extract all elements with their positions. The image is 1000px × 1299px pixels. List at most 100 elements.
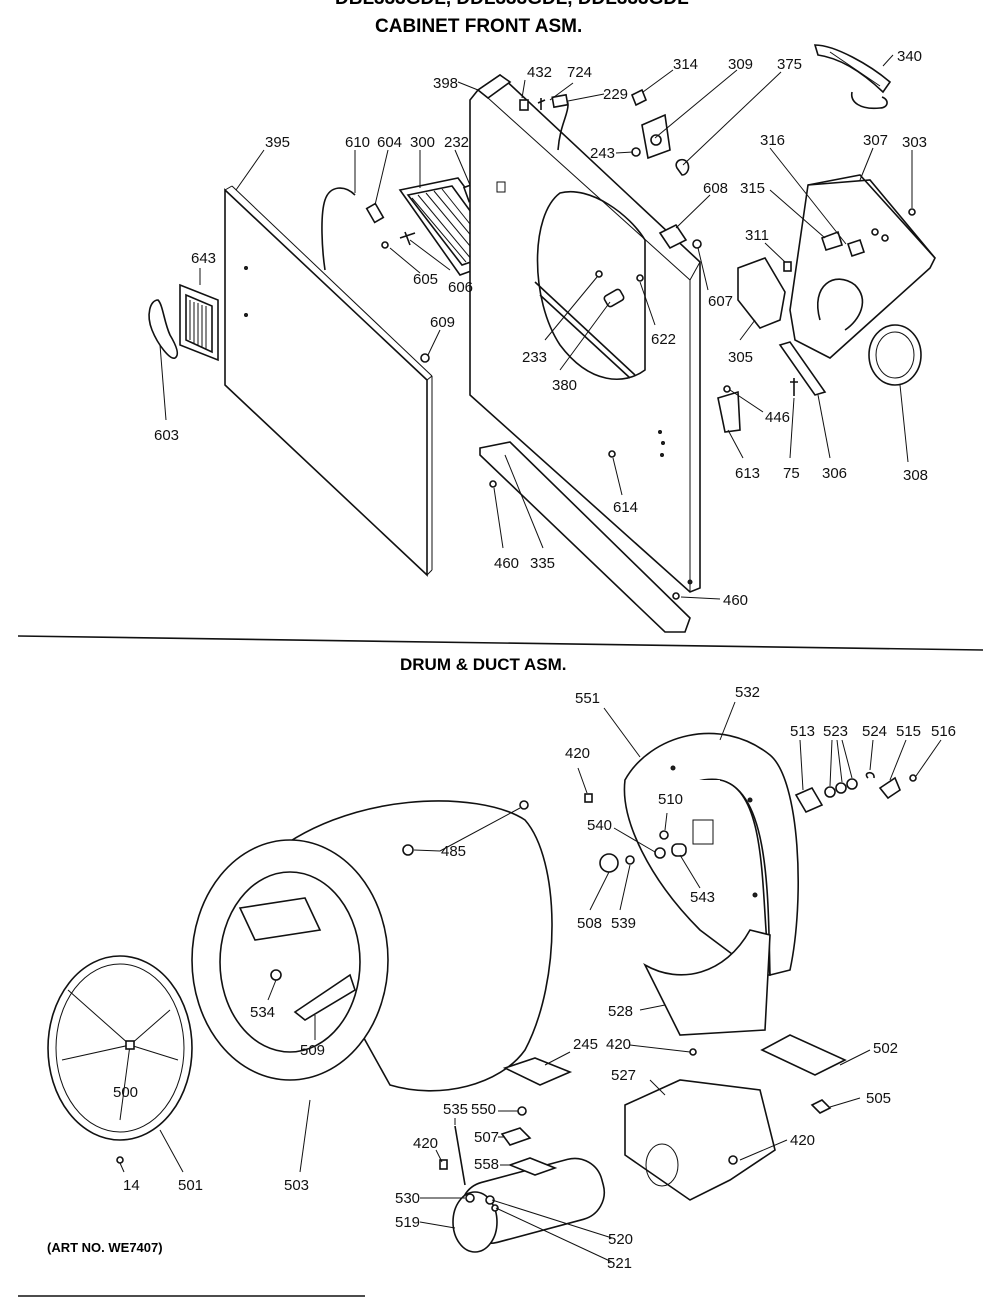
callout-75: 75 [783,465,800,482]
callout-607: 607 [708,293,733,310]
callout-308: 308 [903,467,928,484]
part-606-clip [399,231,416,246]
part-608-switch [658,223,688,250]
callout-446: 446 [765,409,790,426]
callout-613: 613 [735,465,760,482]
callout-528: 528 [608,1003,633,1020]
callout-300: 300 [410,134,435,151]
callout-558: 558 [474,1156,499,1173]
part-380-bearing [603,288,625,308]
callout-516: 516 [931,723,956,740]
part-503-drum [191,800,553,1092]
part-516-screw [909,774,917,782]
callout-314: 314 [673,56,698,73]
callout-608: 608 [703,180,728,197]
part-460-screw-a [489,480,497,488]
part-523-washer-a [824,786,836,798]
part-14-screw [116,1156,124,1164]
part-610-wire [321,187,356,271]
callout-521: 521 [607,1255,632,1272]
drum-duct-title: DRUM & DUCT ASM. [400,655,567,674]
callout-398: 398 [433,75,458,92]
model-title-cut: DBL333GDL, DDL333GDL, DDL333GDL [335,0,689,9]
part-519-heater [452,1157,606,1253]
callout-229: 229 [603,86,628,103]
callout-233: 233 [522,349,547,366]
callout-500: 500 [113,1084,138,1101]
part-375-lamp [675,158,690,176]
part-309-switch-hole [650,134,662,146]
callout-508: 508 [577,915,602,932]
part-539-washer [625,855,635,865]
part-520-terminal [485,1195,495,1205]
callout-540: 540 [587,817,612,834]
callout-306: 306 [822,465,847,482]
part-643-grille [179,283,219,362]
part-551-rear-bulkhead [623,732,799,977]
callout-420-a: 420 [565,745,590,762]
art-number: (ART NO. WE7407) [47,1240,163,1255]
part-420-screw-d [439,1159,448,1170]
part-543-bearing [671,843,687,857]
part-724-screw [537,98,546,110]
callout-311: 311 [745,227,769,244]
part-446-screw [723,385,731,393]
part-307-rear-duct [789,174,936,359]
callout-303: 303 [902,134,927,151]
part-420-screw-a [584,793,593,803]
part-460-screw-b [672,592,680,600]
part-510-screw [659,830,669,840]
callout-232: 232 [444,134,469,151]
part-335-toe-panel [479,441,691,633]
callout-14: 14 [123,1177,140,1194]
callout-395: 395 [265,134,290,151]
callout-307: 307 [863,132,888,149]
part-528-duct-seal [643,929,771,1036]
part-604-connector [365,202,385,224]
leader-lines [119,54,942,1263]
part-622-screw [636,274,644,282]
callout-501: 501 [178,1177,203,1194]
part-603-handle [148,299,178,359]
part-527-heater-duct [624,1079,776,1201]
part-558-bracket [507,1157,558,1176]
callout-315: 315 [740,180,765,197]
callout-505: 505 [866,1090,891,1107]
part-507-switch [500,1127,532,1146]
cabinet-front-title: CABINET FRONT ASM. [375,16,582,37]
part-614-screw [608,450,616,458]
part-308-ring [868,324,922,386]
part-243-screw [631,147,641,157]
part-75-screw [790,378,798,396]
callout-309: 309 [728,56,753,73]
callout-606: 606 [448,279,473,296]
part-485-screw-b [519,800,529,810]
part-524-clip [865,771,875,779]
part-535-wire [454,1125,466,1186]
callout-420-b: 420 [606,1036,631,1053]
part-420-screw-c [728,1155,738,1165]
part-395-front-panel [224,185,433,577]
callout-609: 609 [430,314,455,331]
part-523-washer-b [835,782,847,794]
part-513-bearing-housing [794,786,824,814]
part-311-clip [783,261,792,272]
part-609-screw [420,353,430,363]
part-605-screw [381,241,389,249]
part-550-screw [517,1106,527,1116]
part-229-plug [551,93,569,109]
callout-614: 614 [613,499,638,516]
callout-605: 605 [413,271,438,288]
callout-551: 551 [575,690,600,707]
part-530-terminal [465,1193,475,1203]
callout-515: 515 [896,723,921,740]
callout-502: 502 [873,1040,898,1057]
drum-duct-assembly [47,732,917,1253]
part-315-thermostat [820,230,843,251]
callout-460-a: 460 [494,555,519,572]
callout-305: 305 [728,349,753,366]
callout-527: 527 [611,1067,636,1084]
part-303-screw [908,208,916,216]
part-521-terminal [491,1204,499,1212]
